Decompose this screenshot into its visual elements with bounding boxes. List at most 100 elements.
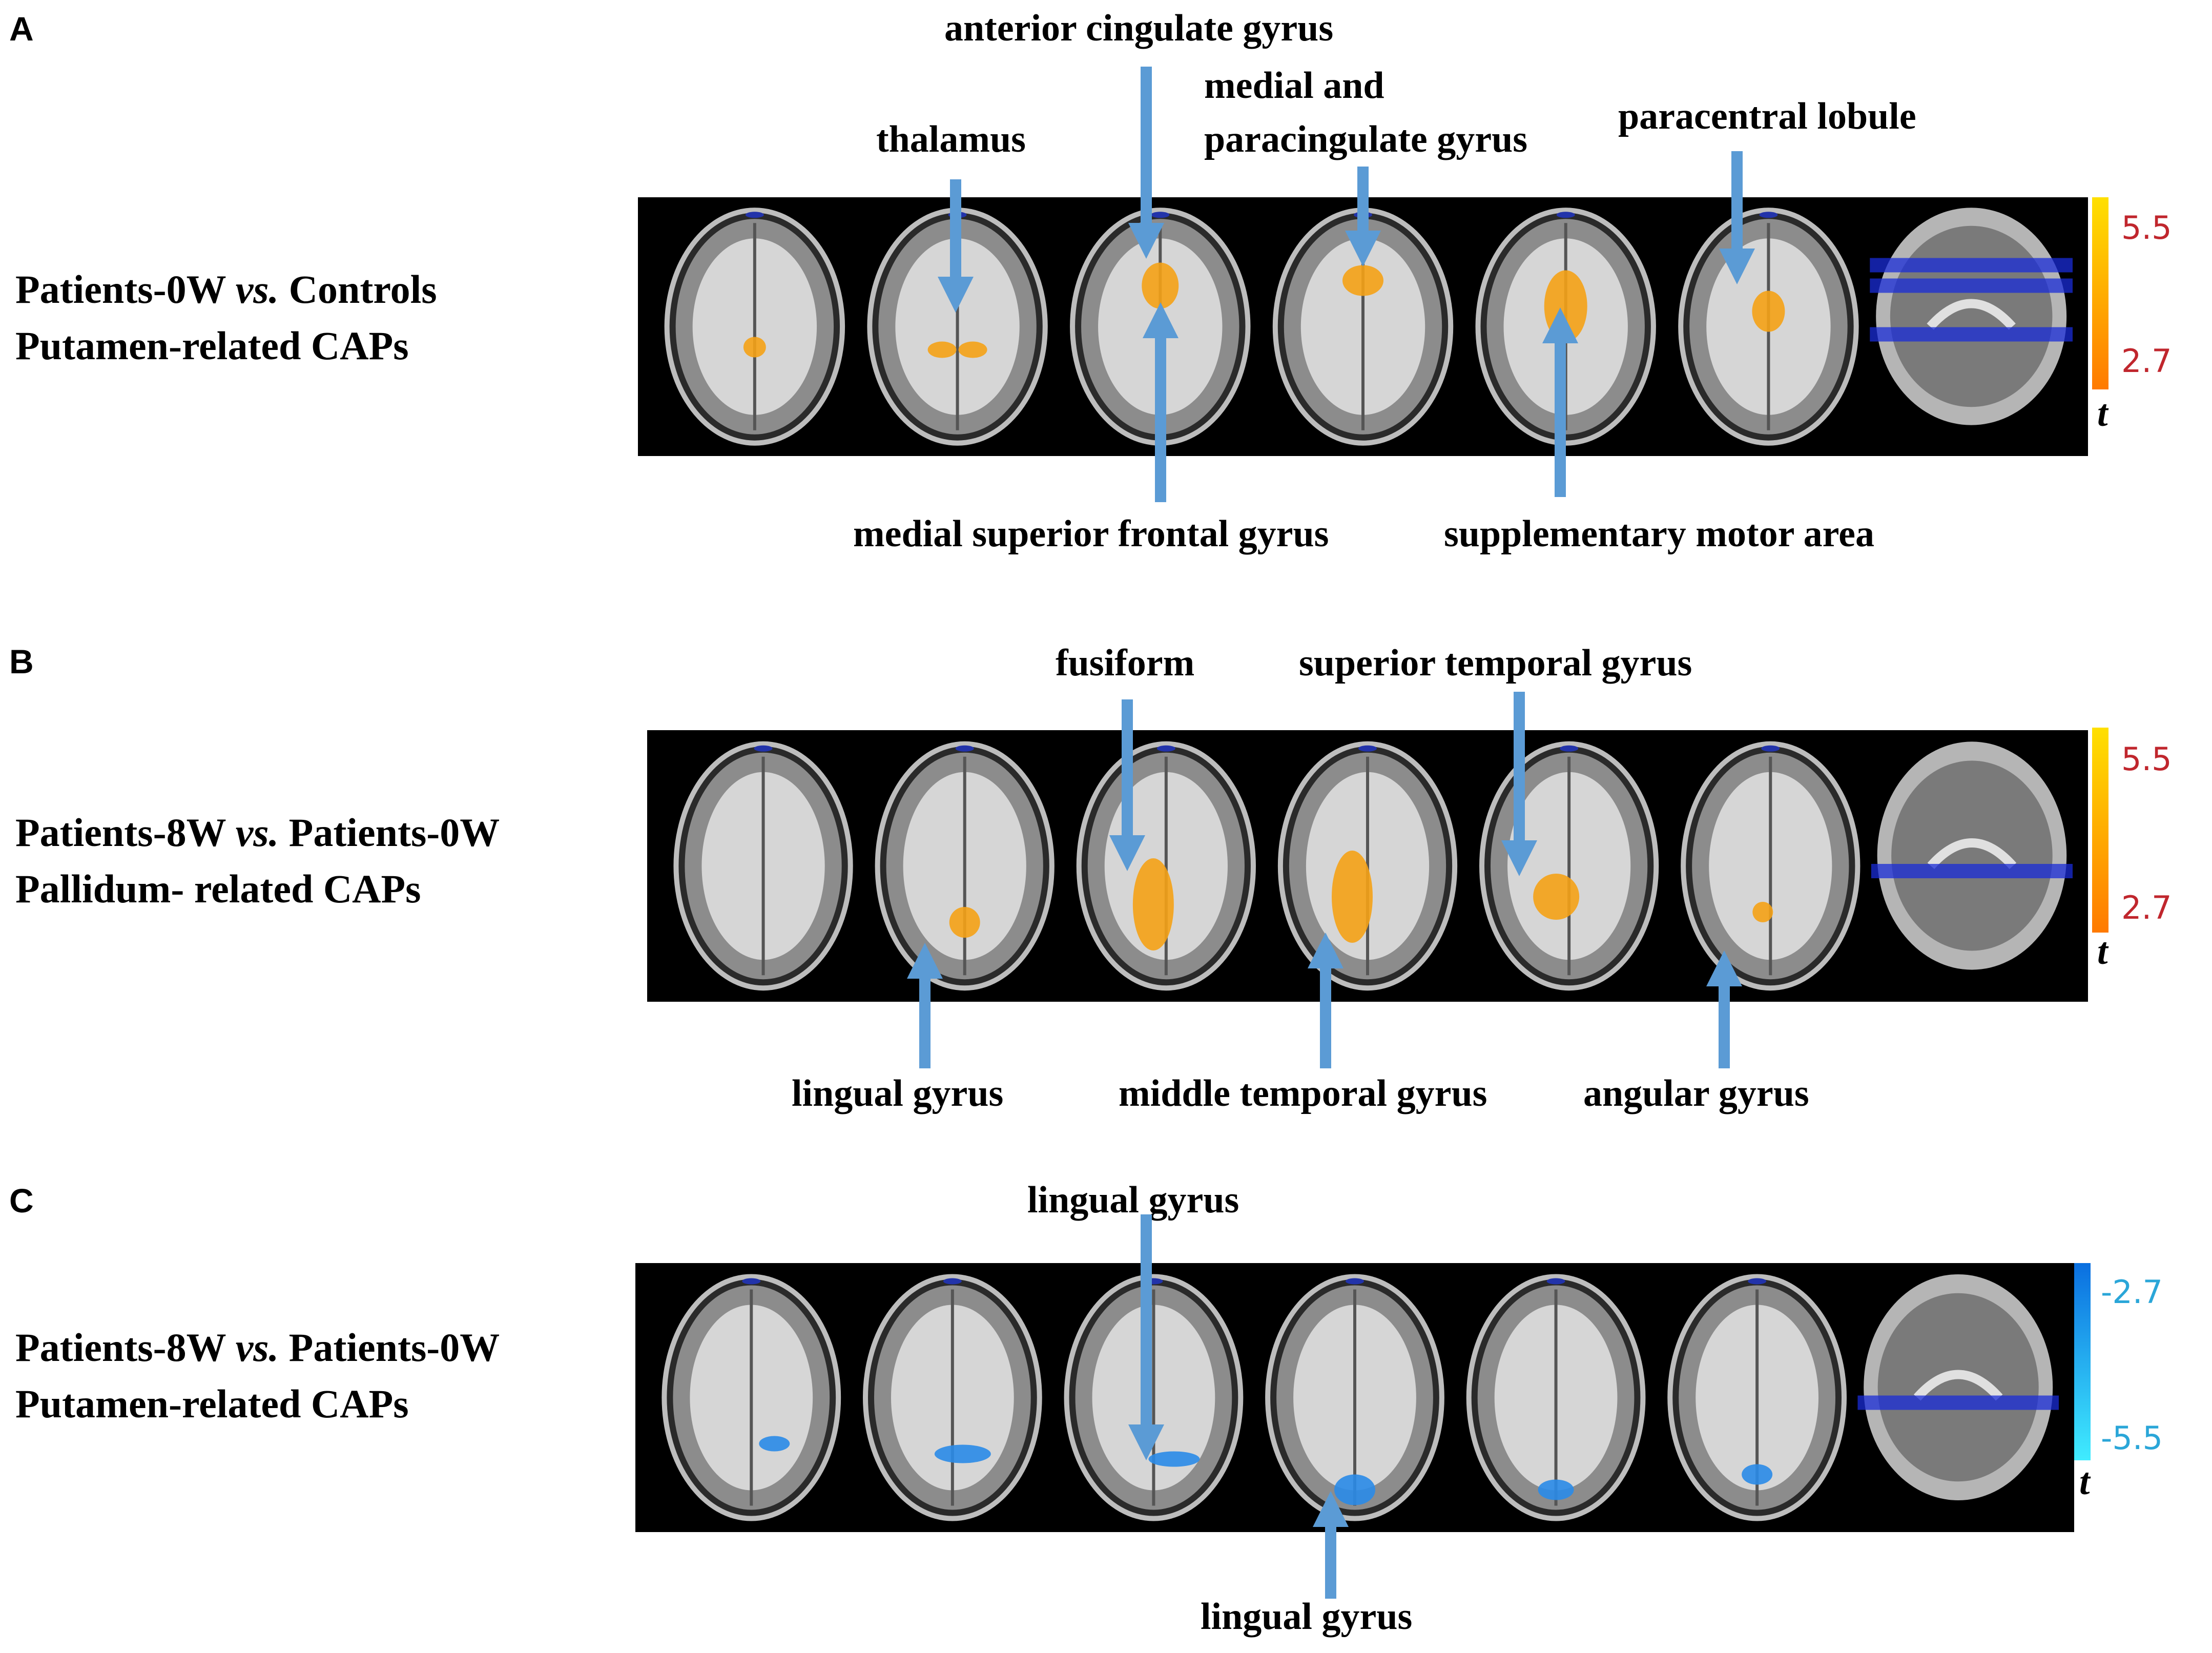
label-middle-temporal-gyrus: middle temporal gyrus [1119, 1072, 1487, 1114]
orientation-marker [745, 212, 764, 218]
axial-slice [1272, 208, 1454, 446]
orientation-marker [742, 1278, 761, 1285]
axial-slice [1277, 741, 1458, 991]
axial-slice [673, 741, 853, 991]
axial-slice [867, 208, 1048, 446]
panel-a: A Patients-0W vs. Controls Putamen-relat… [0, 0, 2212, 564]
activation-blob [1342, 265, 1383, 296]
axial-slice [664, 208, 845, 446]
orientation-marker [1358, 745, 1377, 752]
axial-slice [1070, 208, 1251, 446]
label-paracentral-lobule: paracentral lobule [1618, 95, 1916, 137]
corpus-callosum [1927, 299, 2016, 330]
brain-slice-strip [638, 197, 2088, 456]
label-lingual-gyrus-bottom: lingual gyrus [1201, 1596, 1413, 1638]
orientation-marker [1556, 212, 1575, 218]
condition-label: Patients-8W vs. Patients-0W Putamen-rela… [15, 1325, 500, 1426]
orientation-marker [1761, 745, 1780, 752]
orientation-marker [948, 212, 967, 218]
brain-slice-strip [647, 730, 2088, 1002]
sagittal-slice [1871, 741, 2073, 970]
slice-position-band [1857, 1395, 2059, 1410]
slice-position-band [1870, 278, 2073, 293]
panel-letter: C [9, 1182, 34, 1220]
orientation-marker [1346, 1278, 1364, 1285]
activation-blob [1533, 874, 1580, 920]
axial-slice [1466, 1274, 1646, 1521]
activation-blob [1334, 1474, 1375, 1505]
orientation-marker [1759, 212, 1778, 218]
axial-slice [1479, 741, 1659, 991]
label-paracingulate-gyrus: paracingulate gyrus [1204, 118, 1528, 160]
activation-blob [759, 1436, 790, 1452]
brain-slice-strip [635, 1263, 2074, 1532]
label-medial-and: medial and [1204, 65, 1384, 107]
label-fusiform: fusiform [1056, 642, 1195, 684]
orientation-marker [943, 1278, 962, 1285]
axial-slice [1076, 741, 1256, 991]
activation-blob [1148, 1451, 1200, 1467]
condition-label: Patients-0W vs. Controls Putamen-related… [15, 267, 437, 368]
colorbar [2092, 728, 2108, 933]
activation-blob [949, 907, 980, 938]
activation-blob [1742, 1464, 1773, 1485]
panel-c: C Patients-8W vs. Patients-0W Putamen-re… [0, 1171, 2212, 1653]
orientation-marker [1560, 745, 1579, 752]
brain-sagittal [1890, 225, 2053, 407]
activation-blob [1132, 858, 1174, 951]
activation-blob [1752, 291, 1785, 332]
label-thalamus: thalamus [876, 118, 1026, 160]
condition-label: Patients-8W vs. Patients-0W Pallidum- re… [15, 810, 500, 911]
axial-slices [664, 208, 2073, 446]
activation-blob [1752, 902, 1773, 922]
orientation-marker [955, 745, 974, 752]
axial-slices [661, 1274, 2059, 1521]
axial-slice [1681, 741, 1860, 991]
colorbar-min-label: 2.7 [2121, 889, 2172, 926]
corpus-callosum [1913, 1370, 2003, 1401]
colorbar [2074, 1263, 2091, 1460]
activation-blob [1332, 851, 1373, 943]
brain-sagittal [1891, 760, 2053, 951]
label-superior-temporal-gyrus: superior temporal gyrus [1299, 642, 1692, 684]
label-lingual-gyrus: lingual gyrus [792, 1072, 1004, 1114]
axial-slice [1667, 1274, 1847, 1521]
slice-position-band [1871, 864, 2073, 878]
activation-blob [1538, 1479, 1574, 1500]
label-lingual-gyrus-top: lingual gyrus [1027, 1179, 1239, 1221]
sagittal-slice [1870, 208, 2073, 425]
orientation-marker [1156, 745, 1175, 752]
brain-sagittal [1877, 1293, 2039, 1482]
orientation-marker [1144, 1278, 1163, 1285]
colorbar-min-label: -5.5 [2101, 1419, 2163, 1457]
axial-slices [673, 741, 2073, 991]
axial-slice [875, 741, 1055, 991]
activation-blob [1142, 262, 1179, 309]
activation-blob [743, 337, 766, 358]
colorbar-max-label: 5.5 [2121, 740, 2172, 778]
axial-slice [1064, 1274, 1244, 1521]
axial-slice [862, 1274, 1042, 1521]
slice-position-band [1870, 258, 2073, 273]
panel-b: B Patients-8W vs. Patients-0W Pallidum- … [0, 633, 2212, 1145]
colorbar [2092, 197, 2108, 389]
orientation-marker [1546, 1278, 1565, 1285]
orientation-marker [1151, 212, 1170, 218]
label-anterior-cingulate-gyrus: anterior cingulate gyrus [944, 7, 1334, 49]
axial-slice [661, 1274, 841, 1521]
orientation-marker [1354, 212, 1372, 218]
axial-slice [1475, 208, 1656, 446]
sagittal-slice [1857, 1274, 2059, 1500]
activation-blob [958, 341, 987, 358]
colorbar-min-label: 2.7 [2121, 342, 2172, 380]
corpus-callosum [1927, 838, 2017, 870]
activation-blob [927, 341, 957, 358]
orientation-marker [754, 745, 773, 752]
slice-position-band [1870, 327, 2073, 342]
colorbar-stat-label: t [2097, 931, 2108, 973]
colorbar-max-label: -2.7 [2101, 1273, 2163, 1311]
colorbar-max-label: 5.5 [2121, 209, 2172, 246]
label-supplementary-motor-area: supplementary motor area [1444, 513, 1874, 555]
label-medial-superior-frontal-gyrus: medial superior frontal gyrus [853, 513, 1329, 555]
activation-blob [1544, 270, 1587, 342]
